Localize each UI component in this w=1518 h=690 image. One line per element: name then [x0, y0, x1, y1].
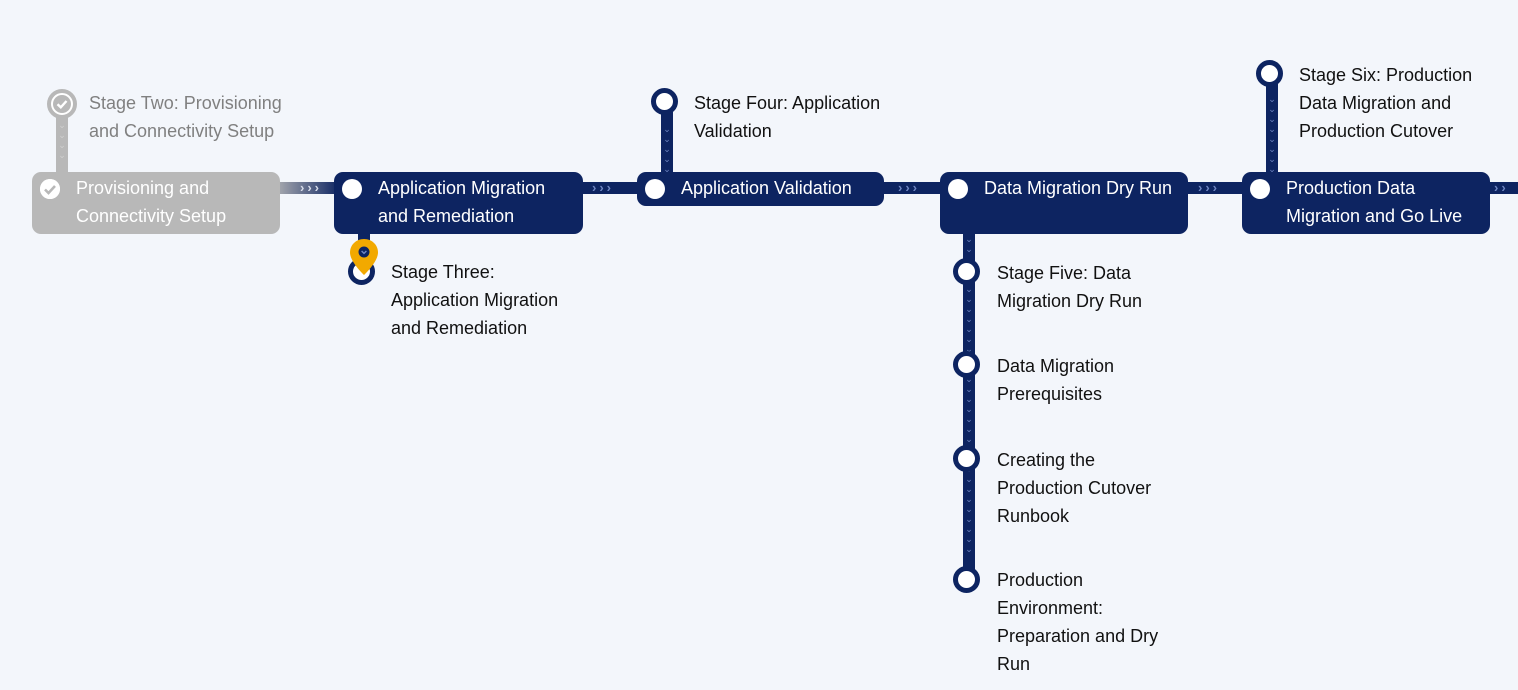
chevron-right-icon: ›››: [592, 180, 614, 195]
substep-node-stage-six[interactable]: [1256, 60, 1283, 87]
stage-node: [1250, 179, 1270, 199]
substep-label-stage-six[interactable]: Stage Six: Production Data Migration and…: [1299, 65, 1473, 141]
substep-node-stage-four[interactable]: [651, 88, 678, 115]
stage-pill-app-migration[interactable]: Application Migration and Remediation: [334, 172, 583, 234]
track-segment-complete: ›››: [270, 180, 340, 195]
substep-node-prod-env[interactable]: [953, 566, 980, 593]
chevron-right-icon: ›››: [898, 180, 920, 195]
stage-label: Production Data Migration and Go Live: [1286, 178, 1463, 226]
chevron-right-icon: ›››: [1198, 180, 1220, 195]
stage-label: Provisioning and Connectivity Setup: [76, 178, 227, 226]
substep-node-stage-five[interactable]: [953, 258, 980, 285]
stage-pill-provisioning[interactable]: Provisioning and Connectivity Setup: [32, 172, 280, 234]
stage-label: Application Validation: [681, 178, 852, 198]
substep-label-data-prereq[interactable]: Data Migration Prerequisites: [997, 356, 1115, 404]
track-segment: ››: [1488, 180, 1518, 195]
check-circle-icon: [40, 179, 60, 199]
stage-label: Data Migration Dry Run: [984, 178, 1173, 198]
substep-node-data-prereq[interactable]: [953, 351, 980, 378]
substep-label-prod-env[interactable]: Production Environment: Preparation and …: [997, 570, 1159, 674]
substep-node-runbook[interactable]: [953, 445, 980, 472]
substep-label-stage-four[interactable]: Stage Four: Application Validation: [694, 93, 881, 141]
stage-node: [645, 179, 665, 199]
substep-node-stage-two[interactable]: [46, 88, 78, 125]
track-segment: ›››: [1186, 180, 1246, 195]
stage-node: [342, 179, 362, 199]
track-segment: ›››: [880, 180, 944, 195]
chevron-right-icon: ››: [1494, 180, 1509, 195]
connector-stage-two: ⌄⌄⌄⌄: [56, 110, 68, 180]
connector-stage-four: ⌄⌄⌄⌄⌄: [661, 112, 673, 180]
stage-pill-production-go-live[interactable]: Production Data Migration and Go Live: [1242, 172, 1490, 234]
track-segment: ›››: [580, 180, 642, 195]
substep-label-stage-five[interactable]: Stage Five: Data Migration Dry Run: [997, 263, 1143, 311]
check-circle-icon: [47, 89, 77, 119]
stage-pill-app-validation[interactable]: Application Validation: [637, 172, 884, 206]
location-pin-icon: [349, 238, 379, 276]
chevron-right-icon: ›››: [300, 180, 322, 195]
substep-label-runbook[interactable]: Creating the Production Cutover Runbook: [997, 450, 1152, 526]
stage-pill-data-dry-run[interactable]: Data Migration Dry Run: [940, 172, 1188, 234]
stage-label: Application Migration and Remediation: [378, 178, 546, 226]
substep-label-stage-two[interactable]: Stage Two: Provisioning and Connectivity…: [89, 93, 282, 141]
substep-label-stage-three[interactable]: Stage Three: Application Migration and R…: [391, 262, 559, 338]
connector-stage-six: ⌄⌄⌄⌄⌄⌄⌄⌄: [1266, 84, 1278, 180]
stage-node: [948, 179, 968, 199]
